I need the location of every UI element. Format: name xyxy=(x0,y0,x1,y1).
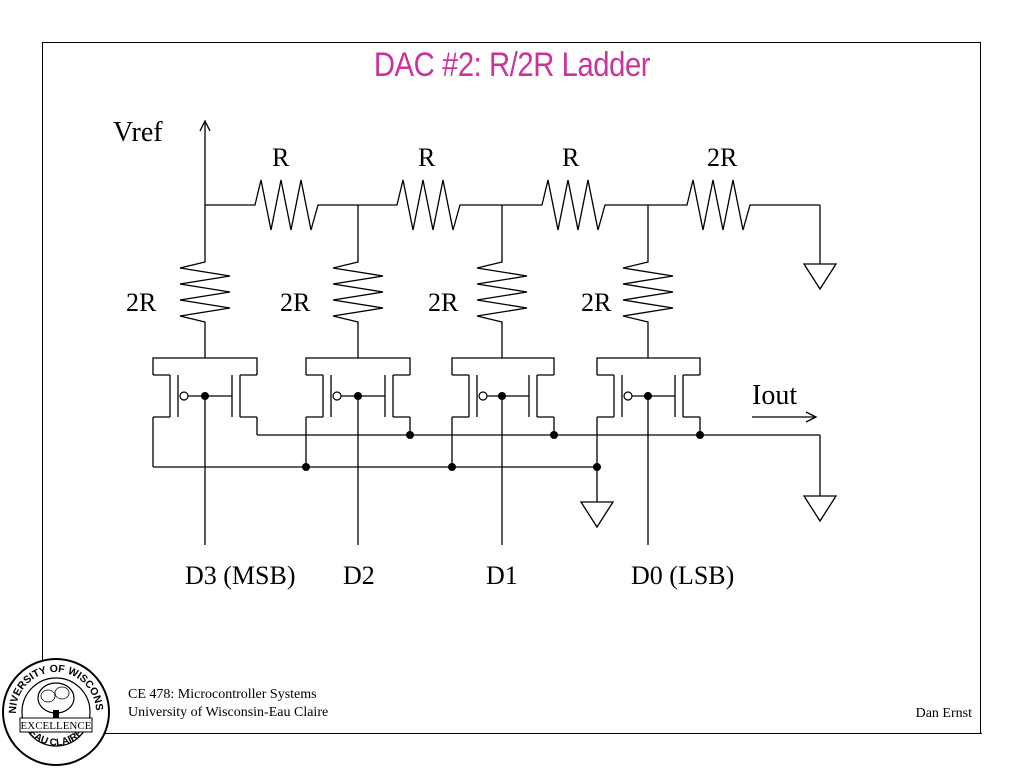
ground-symbol-bus xyxy=(579,501,615,529)
footer-course-info: CE 478: Microcontroller Systems Universi… xyxy=(128,686,328,722)
slide-title: DAC #2: R/2R Ladder xyxy=(373,46,651,84)
shunt-resistor-label-1: 2R xyxy=(126,288,157,317)
vref-arrow xyxy=(199,119,211,205)
iout-bus xyxy=(256,417,838,523)
switch-d0 xyxy=(596,357,701,545)
ground-bus xyxy=(152,417,615,529)
top-rail xyxy=(205,179,838,291)
input-label-d2: D2 xyxy=(343,561,375,590)
series-resistor-4 xyxy=(680,179,756,231)
series-resistor-2 xyxy=(390,179,466,231)
vref-label: Vref xyxy=(113,117,163,148)
input-label-d1: D1 xyxy=(486,561,518,590)
footer-separator xyxy=(118,733,982,734)
seal-tree xyxy=(37,682,75,718)
footer-university: University of Wisconsin-Eau Claire xyxy=(128,705,329,720)
series-resistor-label-1: R xyxy=(272,143,290,172)
switch-d2 xyxy=(305,357,411,545)
iout-arrow xyxy=(752,411,818,423)
shunt-resistor-label-4: 2R xyxy=(581,288,612,317)
switch-d3 xyxy=(152,357,258,545)
shunt-resistor-label-2: 2R xyxy=(280,288,311,317)
series-resistor-1 xyxy=(248,179,324,231)
shunt-resistor-3 xyxy=(476,256,528,330)
series-resistor-label-2: R xyxy=(418,143,436,172)
input-label-d3: D3 (MSB) xyxy=(185,561,296,590)
series-resistor-label-3: R xyxy=(562,143,580,172)
switch-d1 xyxy=(451,357,555,545)
ground-symbol-top xyxy=(802,263,838,291)
series-resistor-label-4: 2R xyxy=(707,143,738,172)
shunt-resistor-2 xyxy=(332,256,384,330)
shunt-branches xyxy=(179,205,674,358)
footer-course: CE 478: Microcontroller Systems xyxy=(128,687,317,702)
shunt-resistor-4 xyxy=(622,256,674,330)
iout-label: Iout xyxy=(752,380,797,411)
series-resistor-3 xyxy=(535,179,611,231)
university-seal-logo: UNIVERSITY OF WISCONSIN EAU CLAIRE EXCEL… xyxy=(0,656,110,766)
ground-symbol-iout xyxy=(802,495,838,523)
input-label-d0: D0 (LSB) xyxy=(631,561,734,590)
shunt-resistor-1 xyxy=(179,256,231,330)
svg-text:EXCELLENCE: EXCELLENCE xyxy=(21,720,92,732)
shunt-resistor-label-3: 2R xyxy=(428,288,459,317)
footer-author: Dan Ernst xyxy=(915,706,972,721)
